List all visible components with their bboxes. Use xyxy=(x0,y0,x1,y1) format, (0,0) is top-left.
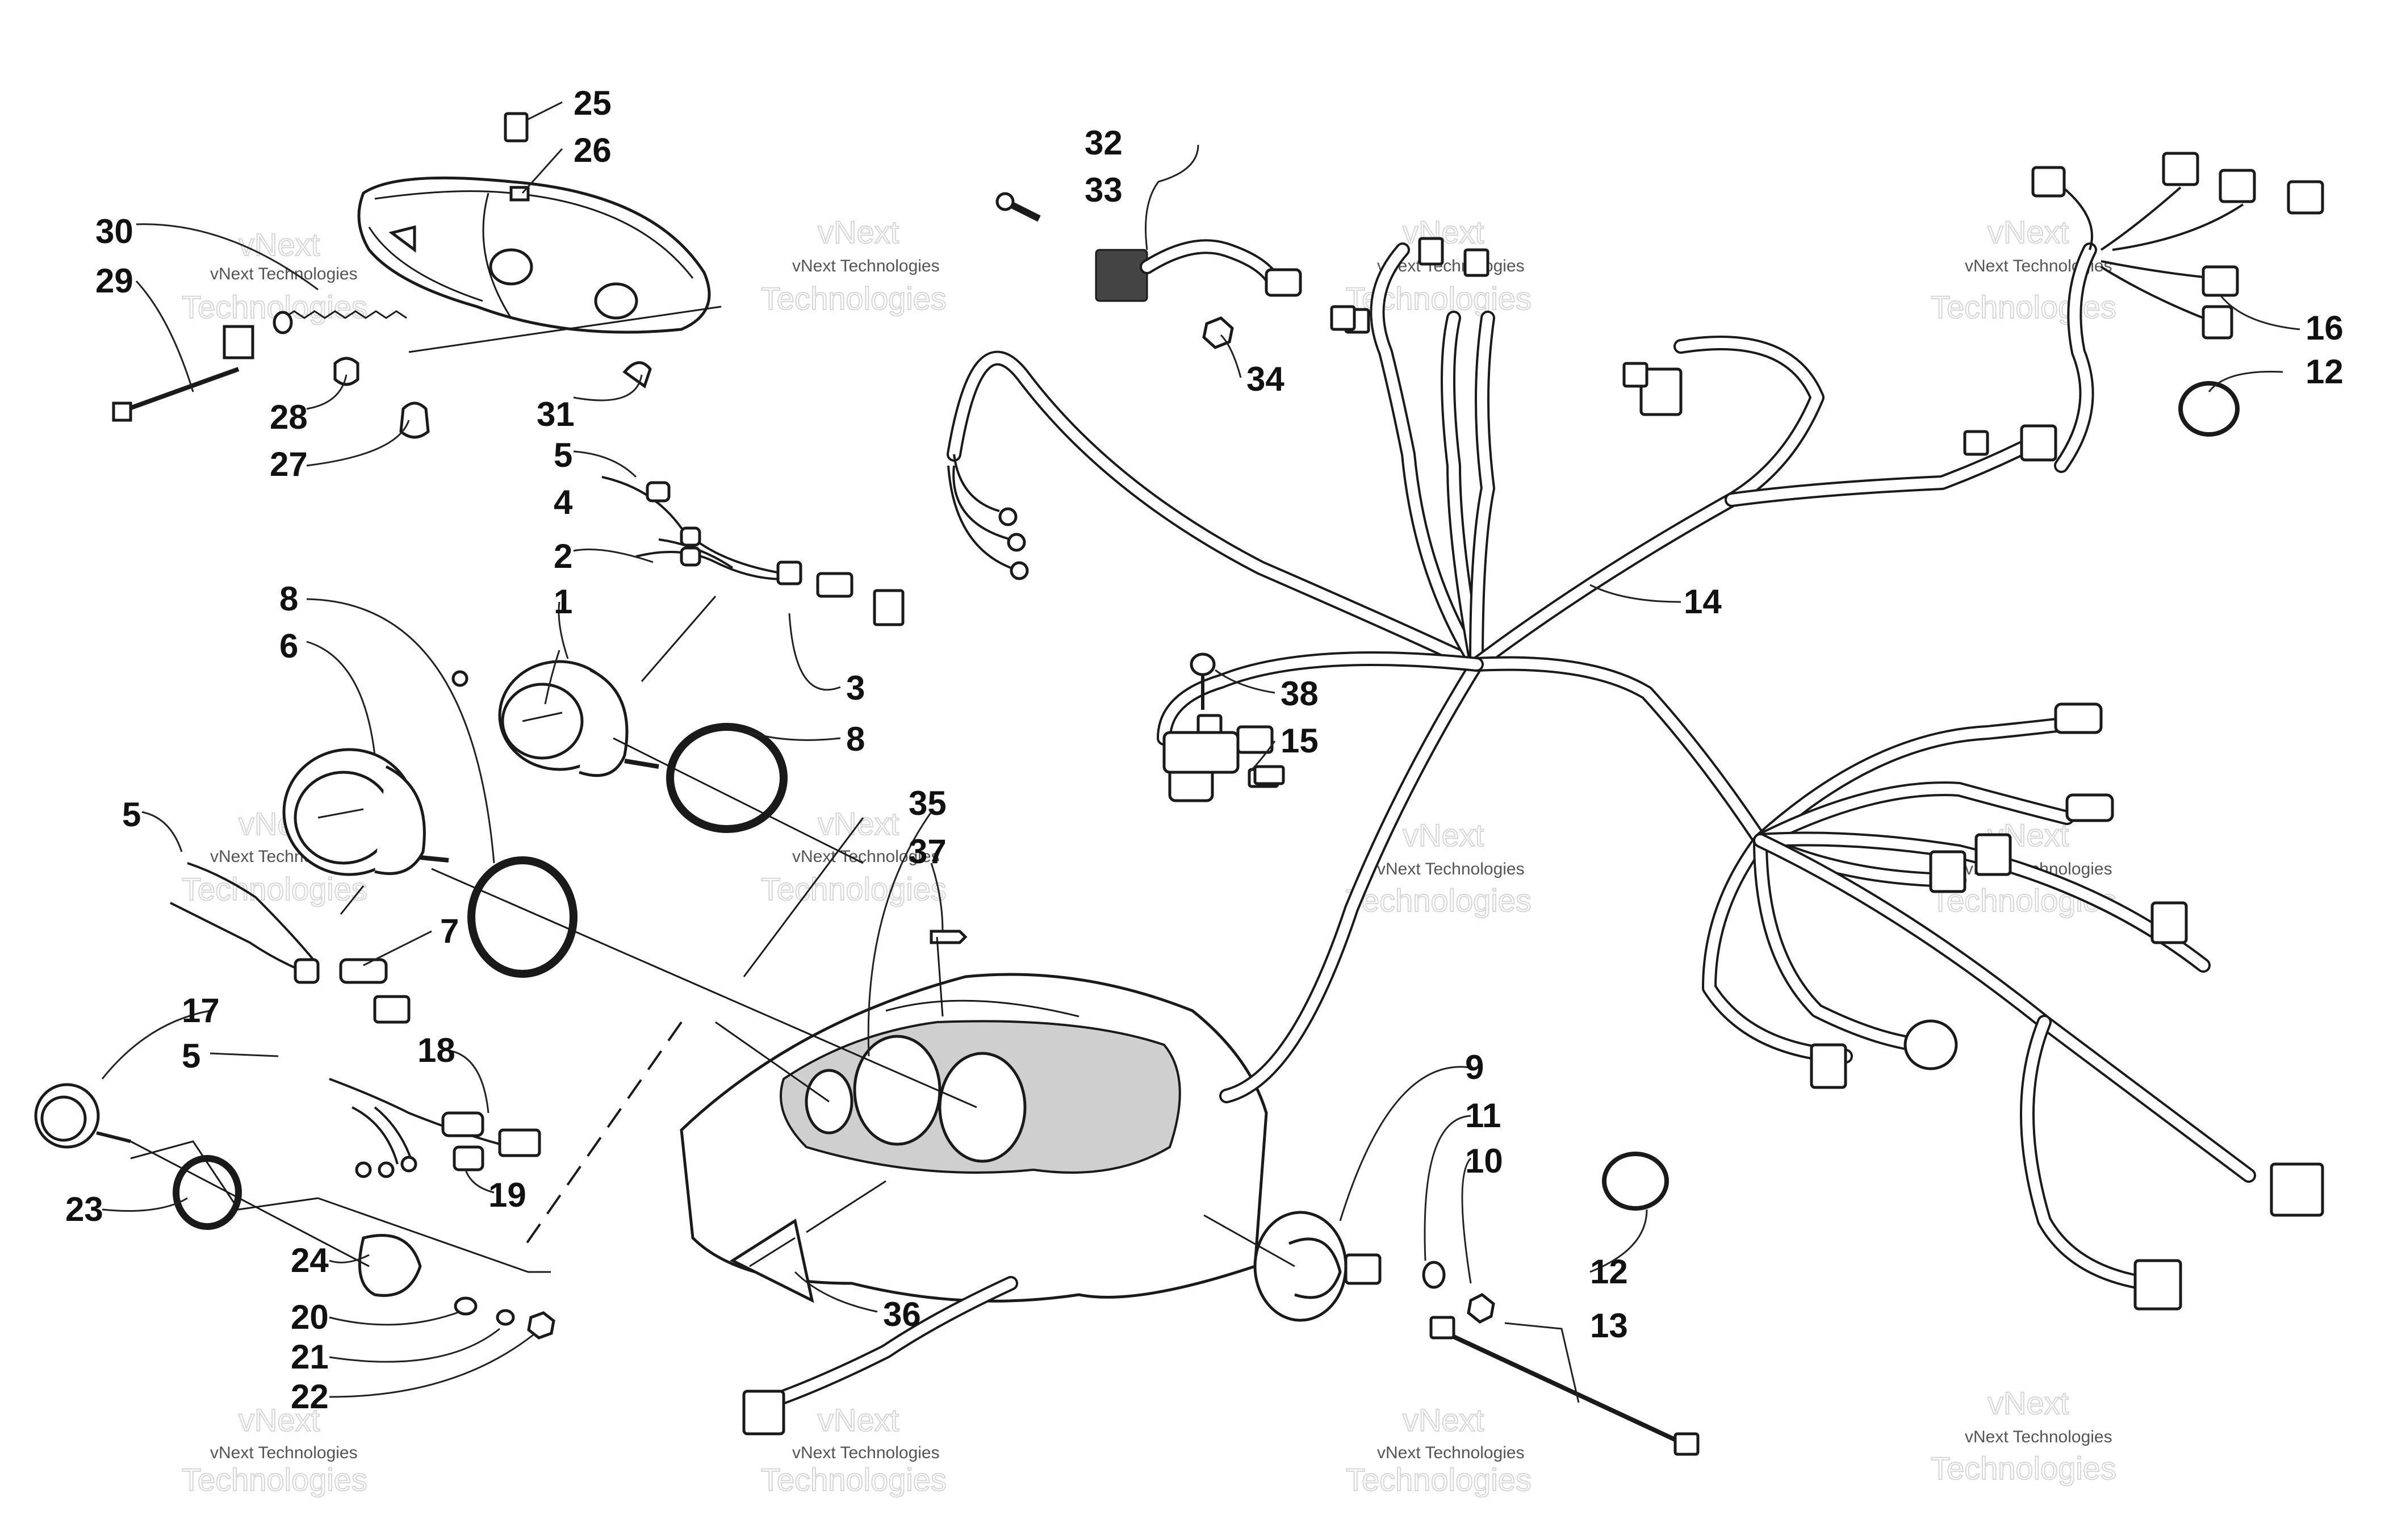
callout-22: 22 xyxy=(291,1378,329,1416)
callout-15: 15 xyxy=(1281,722,1319,760)
callout-5: 5 xyxy=(182,1037,200,1075)
speedometer-gauge xyxy=(282,748,449,876)
callout-36: 36 xyxy=(883,1295,921,1333)
callout-numbers: 25 26 30 29 28 27 31 32 33 34 5 4 2 1 3 … xyxy=(65,84,2344,1416)
watermark-logo: vNext xyxy=(818,1402,899,1438)
watermark-top-left: vNext Technologies vNext Technologies xyxy=(181,226,368,325)
watermark-text: vNext Technologies xyxy=(1377,860,1525,878)
callout-1: 1 xyxy=(554,583,572,621)
callout-14: 14 xyxy=(1684,583,1722,621)
callout-4: 4 xyxy=(554,483,573,521)
watermark-bottom-center: vNext Technologies vNext Technologies xyxy=(760,1401,947,1498)
leader-lines xyxy=(101,101,2300,1403)
callout-31: 31 xyxy=(537,395,575,433)
callout-12: 12 xyxy=(1590,1253,1628,1291)
callout-8: 8 xyxy=(846,720,865,758)
watermark-logo: Technologies xyxy=(1931,289,2116,325)
watermark-text: vNext Technologies xyxy=(792,847,940,866)
watermark-logo: Technologies xyxy=(761,281,947,316)
watermark-text: vNext Technologies xyxy=(210,1443,358,1462)
watermark-logo: vNext xyxy=(238,1402,320,1438)
callout-25: 25 xyxy=(574,84,612,122)
watermark-logo: Technologies xyxy=(182,1462,367,1497)
callout-20: 20 xyxy=(291,1298,329,1336)
callout-23: 23 xyxy=(65,1190,103,1228)
speedometer-cable xyxy=(1429,1316,1700,1456)
callout-38: 38 xyxy=(1281,675,1319,713)
watermark-mid-mid-right: vNext Technologies vNext Technologies xyxy=(1345,817,1532,919)
watermark-text: vNext Technologies xyxy=(792,257,940,275)
watermark-logo: vNext xyxy=(1988,214,2069,250)
callout-28: 28 xyxy=(270,398,308,436)
watermark-logo: vNext xyxy=(1988,1385,2069,1421)
callout-7: 7 xyxy=(440,912,459,950)
callout-16: 16 xyxy=(2306,309,2344,347)
accessory-pigtail xyxy=(2031,152,2324,340)
tachometer-gauge xyxy=(451,660,659,777)
gauge-bezel-rings xyxy=(467,723,788,978)
watermark-logo: Technologies xyxy=(182,871,367,907)
fuse-holder xyxy=(1162,652,1285,785)
watermark-logo: vNext xyxy=(1403,817,1484,853)
ignition-switch xyxy=(1253,1211,1495,1324)
watermark-logo: Technologies xyxy=(761,871,947,907)
callout-10: 10 xyxy=(1465,1142,1503,1180)
small-gauge xyxy=(34,1078,555,1340)
watermark-text: vNext Technologies xyxy=(792,1443,940,1462)
watermark-text: vNext Technologies xyxy=(210,265,358,283)
hose-clamps xyxy=(1602,381,2240,1211)
headlight-assembly xyxy=(357,112,711,334)
callout-19: 19 xyxy=(488,1176,526,1214)
gauge-wiring-pigtails xyxy=(170,476,905,1024)
callout-24: 24 xyxy=(291,1241,329,1279)
callout-17: 17 xyxy=(182,991,220,1030)
callout-26: 26 xyxy=(574,131,612,169)
callout-32: 32 xyxy=(1085,124,1123,162)
bracket-clip-icon xyxy=(504,112,529,143)
callout-5: 5 xyxy=(122,796,141,834)
callout-6: 6 xyxy=(279,627,298,665)
headlight-bulbs xyxy=(333,357,652,439)
callout-12: 12 xyxy=(2306,353,2344,391)
callout-35: 35 xyxy=(909,784,947,822)
callout-9: 9 xyxy=(1465,1048,1484,1086)
watermark-logo: vNext xyxy=(238,227,320,262)
callout-34: 34 xyxy=(1246,360,1284,398)
watermark-text: vNext Technologies xyxy=(1965,1428,2112,1446)
callout-33: 33 xyxy=(1085,171,1123,209)
callout-8: 8 xyxy=(279,580,298,618)
watermark-logo: Technologies xyxy=(1346,1462,1532,1497)
callout-18: 18 xyxy=(417,1031,455,1069)
watermark-logo: Technologies xyxy=(1931,1450,2116,1486)
callout-29: 29 xyxy=(95,262,133,300)
exploded-view-lines xyxy=(130,306,1295,1273)
callout-11: 11 xyxy=(1465,1097,1501,1135)
main-wiring-harness xyxy=(947,242,2256,1291)
callout-37: 37 xyxy=(909,832,947,871)
callout-27: 27 xyxy=(270,445,308,483)
harness-connectors xyxy=(1168,237,2324,1311)
callout-13: 13 xyxy=(1590,1307,1628,1345)
watermark-logo: vNext xyxy=(818,214,899,250)
watermark-top-center: vNext Technologies vNext Technologies xyxy=(760,214,947,317)
ring-terminals xyxy=(947,454,1029,580)
watermark-logo: Technologies xyxy=(1346,882,1532,918)
dash-pigtail xyxy=(742,1276,1018,1436)
callout-30: 30 xyxy=(95,212,133,250)
resistor-assembly xyxy=(995,192,1356,349)
callout-3: 3 xyxy=(846,669,865,707)
watermark-text: vNext Technologies xyxy=(1377,1443,1525,1462)
watermark-bottom-right: vNext Technologies vNext Technologies xyxy=(1930,1384,2117,1487)
watermark-logo: vNext xyxy=(1403,1402,1484,1438)
adjuster-screw xyxy=(112,310,407,422)
watermark-bottom-left: vNext Technologies vNext Technologies xyxy=(181,1401,368,1498)
callout-5: 5 xyxy=(554,436,572,474)
warning-decal xyxy=(729,1218,814,1303)
callout-2: 2 xyxy=(554,537,572,575)
callout-21: 21 xyxy=(291,1338,329,1376)
watermark-logo: Technologies xyxy=(761,1462,947,1497)
watermark-bottom-mid-right: vNext Technologies vNext Technologies xyxy=(1345,1401,1532,1498)
